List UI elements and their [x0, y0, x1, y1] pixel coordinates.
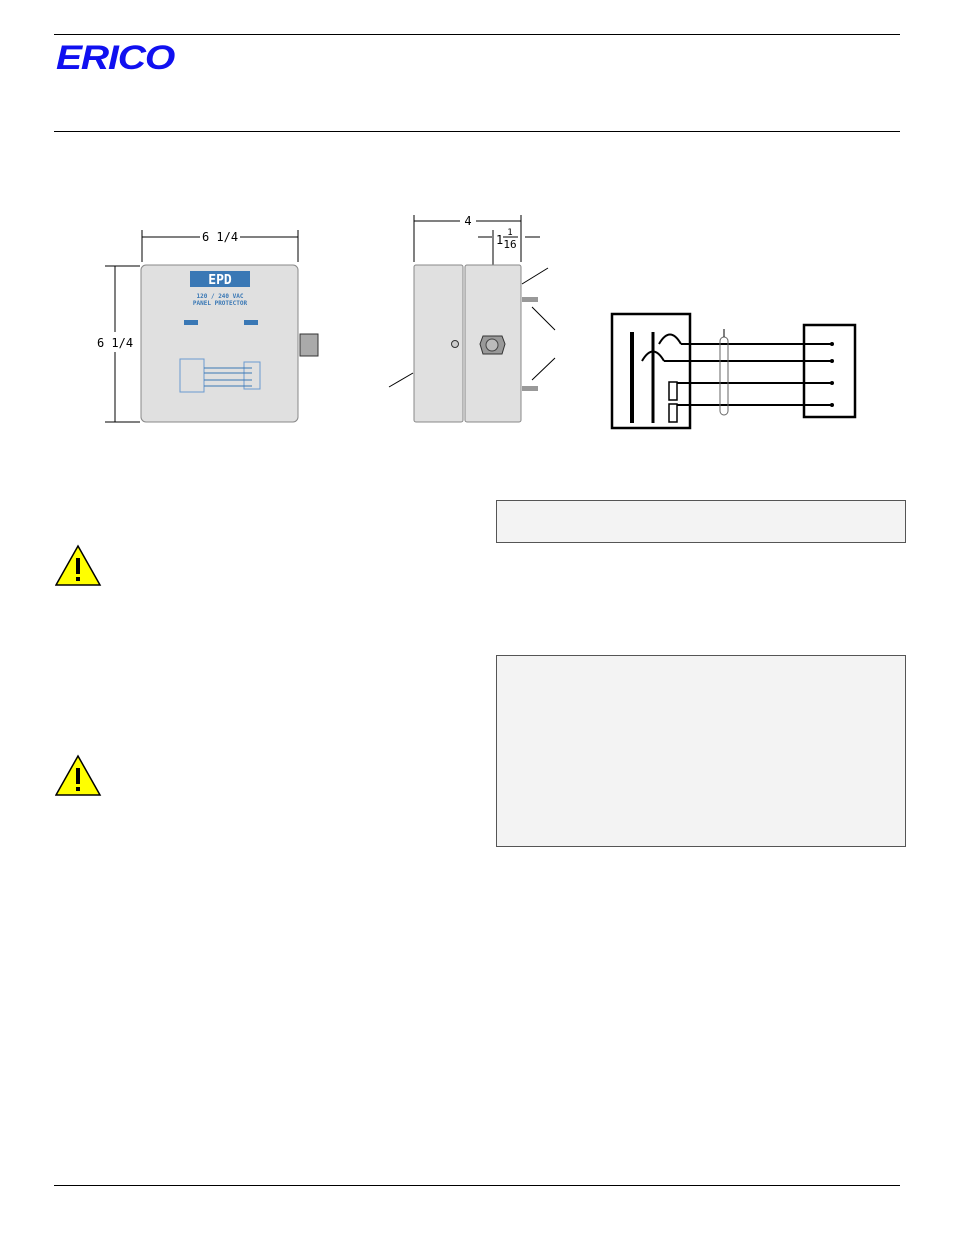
- warning-triangle-icon: [55, 754, 102, 796]
- voltage-label: 120 / 240 VAC: [197, 293, 244, 300]
- erico-logo: ERICO: [56, 39, 175, 77]
- warning-triangle-icon: [55, 544, 102, 586]
- footer-rule: [54, 1185, 900, 1186]
- header-top-rule: [54, 34, 900, 35]
- epd-brand: EPD: [208, 273, 232, 288]
- product-label: PANEL PROTECTOR: [193, 300, 248, 307]
- front-height-dimension: 6 1/4: [97, 336, 133, 350]
- offset-denominator: 16: [503, 238, 516, 251]
- side-depth-dimension: 4: [464, 214, 471, 228]
- wiring-diagram: [610, 312, 857, 430]
- offset-numerator: 1: [507, 228, 512, 238]
- info-box-1: [496, 500, 906, 543]
- info-box-2: [496, 655, 906, 847]
- offset-whole: 1: [496, 233, 503, 247]
- header-bottom-rule: [54, 131, 900, 132]
- side-view: 4 1 1 16: [388, 214, 556, 423]
- product-drawings: 6 1/4 6 1/4 EPD 120 / 240 VAC PANEL PROT…: [97, 214, 857, 430]
- front-width-dimension: 6 1/4: [202, 230, 238, 244]
- front-view: 6 1/4 6 1/4 EPD 120 / 240 VAC PANEL PROT…: [97, 230, 319, 423]
